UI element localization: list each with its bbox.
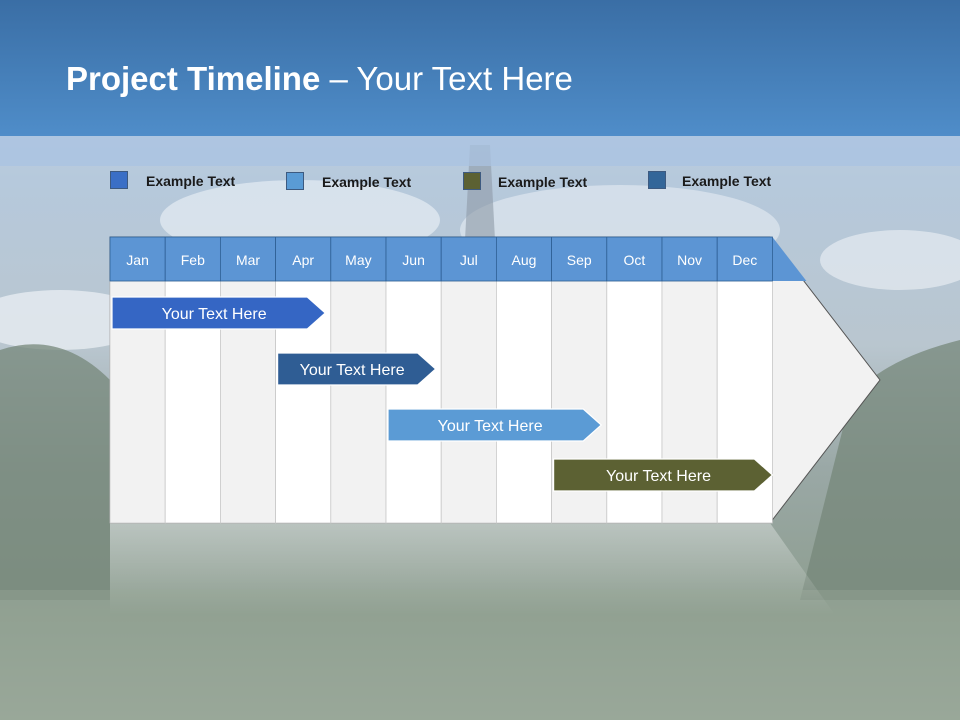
title-rest: – Your Text Here [320, 60, 573, 97]
timeline-bar [387, 408, 603, 442]
month-label: Mar [236, 252, 260, 268]
legend-swatch [286, 172, 304, 190]
legend-label: Example Text [146, 173, 236, 189]
month-label: Dec [732, 252, 757, 268]
legend-swatch [110, 171, 128, 189]
title-bold: Project Timeline [66, 60, 321, 97]
month-column [440, 280, 497, 524]
month-label: Apr [292, 252, 314, 268]
header-banner [0, 0, 960, 136]
month-label: Nov [677, 252, 702, 268]
month-column [495, 280, 552, 524]
month-label: Feb [181, 252, 205, 268]
month-header-cell [495, 236, 552, 282]
month-header-cell [716, 236, 773, 282]
month-label: Sep [567, 252, 592, 268]
month-header-cell [440, 236, 497, 282]
month-column [385, 280, 442, 524]
timeline-bar-label: Your Text Here [438, 418, 543, 435]
month-label: Jan [126, 252, 149, 268]
legend-label: Example Text [498, 174, 588, 190]
month-label: Oct [624, 252, 646, 268]
header-arrow-tip [772, 237, 807, 281]
timeline-bar-label: Your Text Here [606, 468, 711, 485]
month-header-cell [109, 236, 166, 282]
timeline-bar [552, 458, 774, 492]
month-label: May [345, 252, 371, 268]
timeline-bar [111, 296, 327, 330]
legend-swatch [463, 172, 481, 190]
month-header-cell [164, 236, 221, 282]
month-label: Jul [460, 252, 478, 268]
timeline-reflection [110, 523, 835, 615]
timeline-bar-label: Your Text Here [162, 306, 267, 323]
header-band [0, 136, 960, 166]
legend-label: Example Text [682, 173, 772, 189]
timeline-bar-label: Your Text Here [300, 362, 405, 379]
month-label: Jun [402, 252, 425, 268]
month-header-cell [385, 236, 442, 282]
month-header-cell [219, 236, 276, 282]
page-title: Project Timeline – Your Text Here [66, 60, 573, 98]
timeline-bar [277, 352, 437, 386]
month-label: Aug [512, 252, 537, 268]
legend-label: Example Text [322, 174, 412, 190]
month-header-cell [606, 236, 663, 282]
legend-swatch [648, 171, 666, 189]
month-headers: Jan Feb Mar Apr May Jun Jul Aug Sep Oct Nov Dec [109, 236, 807, 282]
month-column [330, 280, 387, 524]
